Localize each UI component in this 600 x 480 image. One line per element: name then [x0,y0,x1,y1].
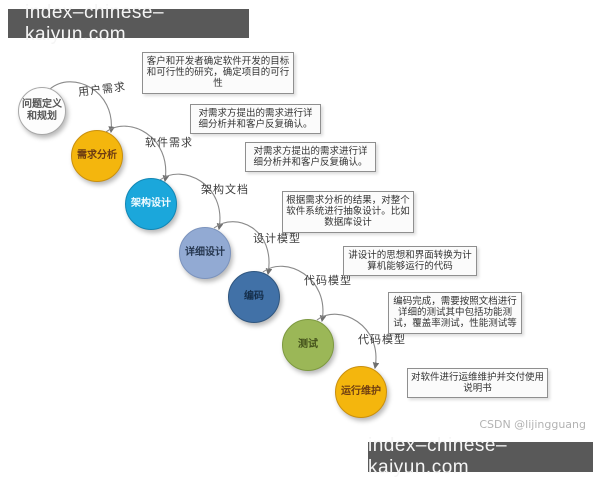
bottom-site-banner: index–chinese–kaiyun.com [368,435,593,478]
flow-label-design-model: 设计模型 [253,232,301,245]
note-testing: 编码完成，需要按照文档进行详细的测试其中包括功能测试，覆盖率测试，性能测试等 [388,292,522,334]
flow-label-code-model-1: 代码模型 [304,274,352,287]
connector-architecture-detail [159,173,224,231]
connector-coding-testing [262,265,327,323]
note-requirements-2: 对需求方提出的需求进行详细分析并和客户反复确认。 [245,142,376,173]
stage-problem-definition: 问题定义和规划 [18,87,66,135]
stage-maintenance: 运行维护 [335,366,387,418]
connector-planning-requirements [49,81,115,134]
note-architecture: 根据需求分析的结果，对整个软件系统进行抽象设计。比如数据库设计 [282,191,414,233]
note-maintenance: 对软件进行运维维护并交付使用说明书 [407,368,548,399]
note-coding: 讲设计的思想和界面转换为计算机能够运行的代码 [343,246,477,277]
stage-coding: 编码 [228,271,280,323]
stage-detailed-design: 详细设计 [179,227,231,279]
stage-architecture-design: 架构设计 [125,178,177,230]
connector-requirements-architecture [105,125,170,183]
flow-label-architecture-doc: 架构文档 [201,183,249,196]
connector-detail-coding [213,221,273,276]
stage-requirements-analysis: 需求分析 [71,130,123,182]
connector-testing-maintenance [316,313,380,370]
flow-label-software-requirements: 软件需求 [145,136,193,149]
csdn-watermark: CSDN @lijingguang [479,418,586,431]
note-requirements-1: 对需求方提出的需求进行详细分析并和客户反复确认。 [190,104,321,135]
note-problem-definition: 客户和开发者确定软件开发的目标和可行性的研究，确定项目的可行性 [142,52,294,94]
stage-testing: 测试 [282,319,334,371]
flow-label-code-model-2: 代码模型 [358,333,406,346]
